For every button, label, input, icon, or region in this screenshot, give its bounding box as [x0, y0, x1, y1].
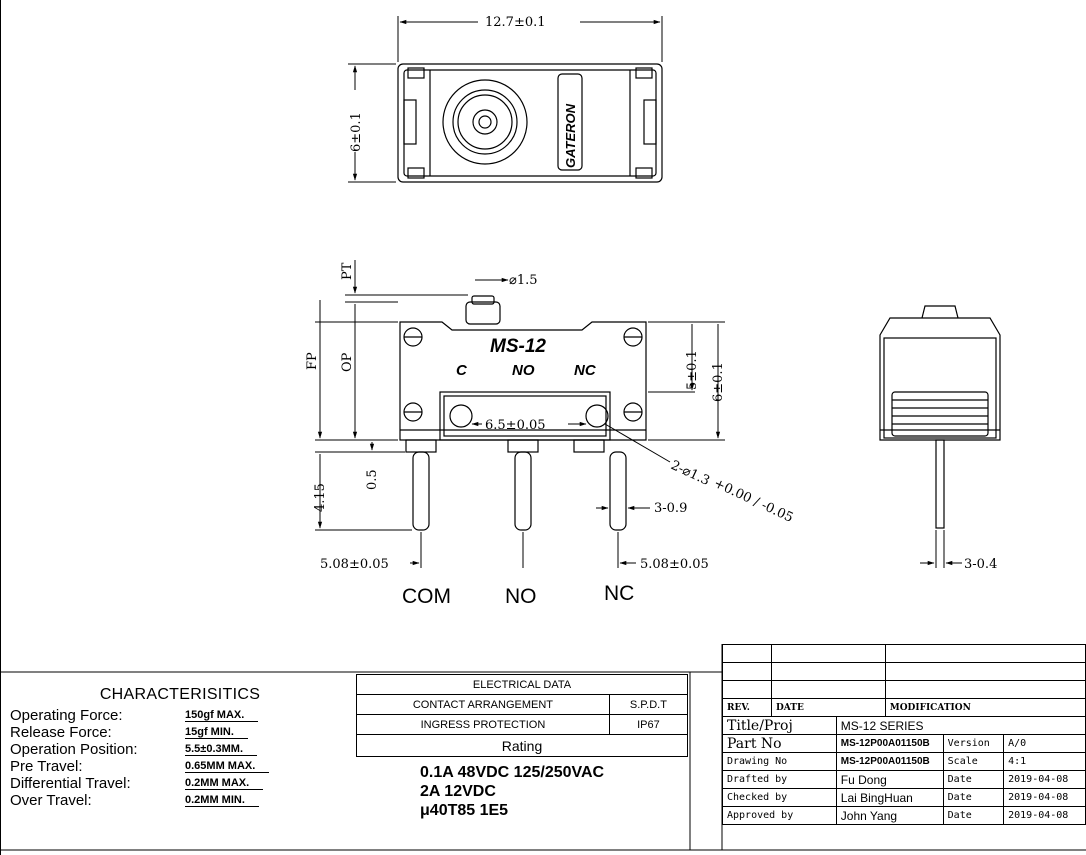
title-block-table: REV. DATE MODIFICATION Title/Proj MS-12 …	[722, 644, 1086, 825]
date-field: Date	[942, 788, 1005, 807]
dim-right-6: 6±0.1	[711, 362, 726, 402]
drafted-date: 2019-04-08	[1003, 770, 1086, 789]
char-row: Operation Position: 5.5±0.3MM.	[10, 741, 350, 758]
rev-header: REV.	[722, 698, 772, 717]
scale-label: Scale	[942, 752, 1005, 771]
approved-value: John Yang	[835, 806, 944, 825]
ingress-protection-label: INGRESS PROTECTION	[356, 714, 610, 735]
dim-fp: FP	[305, 352, 320, 370]
part-value: MS-12P00A01150B	[835, 734, 944, 753]
contact-arrangement-label: CONTACT ARRANGEMENT	[356, 694, 610, 715]
char-value: 15gf MIN.	[185, 726, 248, 739]
char-label: Pre Travel:	[10, 758, 83, 775]
side-dimensions	[920, 530, 962, 568]
rating-line: μ40T85 1E5	[420, 802, 509, 819]
char-label: Over Travel:	[10, 792, 92, 809]
front-view	[399, 295, 647, 531]
dim-op: OP	[340, 352, 355, 372]
dim-hole-tol: +0.00 / -0.05	[711, 476, 795, 526]
char-label: Differential Travel:	[10, 775, 131, 792]
front-dimensions	[315, 260, 725, 568]
body-pin-nc: NC	[574, 362, 597, 379]
rating-values: 0.1A 48VDC 125/250VAC 2A 12VDC μ40T85 1E…	[356, 757, 688, 820]
version-value: A/0	[1003, 734, 1086, 753]
dim-pt: PT	[340, 262, 355, 280]
char-value: 0.2MM MAX.	[185, 777, 264, 790]
date-field: Date	[942, 806, 1005, 825]
side-view	[879, 305, 1001, 529]
checked-label: Checked by	[722, 788, 837, 807]
dim-pin-offset: 0.5	[365, 469, 380, 490]
pin-label-no: NO	[505, 585, 537, 608]
dim-hole-dia: 2-⌀1.3	[668, 458, 712, 489]
char-row: Pre Travel: 0.65MM MAX.	[10, 758, 350, 775]
title-value: MS-12 SERIES	[835, 716, 1086, 735]
drafted-label: Drafted by	[722, 770, 837, 789]
approved-label: Approved by	[722, 806, 837, 825]
drawing-value: MS-12P00A01150B	[835, 752, 944, 771]
rating-line: 2A 12VDC	[420, 783, 496, 800]
char-row: Operating Force: 150gf MAX.	[10, 707, 350, 724]
brand-text: GATERON	[563, 103, 578, 168]
char-label: Operating Force:	[10, 707, 123, 724]
checked-value: Lai BingHuan	[835, 788, 944, 807]
drafted-value: Fu Dong	[835, 770, 944, 789]
ingress-protection-value: IP67	[608, 714, 689, 735]
checked-date: 2019-04-08	[1003, 788, 1086, 807]
version-label: Version	[942, 734, 1005, 753]
char-row: Differential Travel: 0.2MM MAX.	[10, 775, 350, 792]
top-view	[397, 63, 663, 183]
dim-top-width: 12.7±0.1	[485, 15, 546, 30]
characteristics-title: CHARACTERISITICS	[99, 686, 261, 703]
dim-side-pin: 3-0.4	[964, 557, 997, 572]
title-block: REV. DATE MODIFICATION Title/Proj MS-12 …	[722, 644, 1086, 825]
char-label: Release Force:	[10, 724, 112, 741]
dim-pin-width: 3-0.9	[654, 501, 687, 516]
part-label: Part No	[722, 734, 837, 753]
char-value: 150gf MAX.	[185, 709, 259, 722]
char-value: 5.5±0.3MM.	[185, 743, 258, 756]
electrical-title: ELECTRICAL DATA	[356, 674, 688, 695]
title-label: Title/Proj	[722, 716, 837, 735]
pin-label-com: COM	[402, 585, 451, 608]
char-row: Release Force: 15gf MIN.	[10, 724, 350, 741]
contact-arrangement-value: S.P.D.T	[608, 694, 689, 715]
pin-label-nc: NC	[604, 582, 634, 605]
dim-right-5: 5±0.1	[685, 350, 700, 390]
body-pin-no: NO	[512, 362, 535, 379]
modification-header: MODIFICATION	[884, 698, 1086, 717]
drawing-label: Drawing No	[722, 752, 837, 771]
dim-hole-spacing: 6.5±0.05	[485, 418, 546, 433]
date-field: Date	[942, 770, 1005, 789]
char-row: Over Travel: 0.2MM MIN.	[10, 792, 350, 809]
front-text: MS-12 C NO NC	[456, 336, 597, 379]
body-logo: MS-12	[490, 336, 546, 357]
dim-plunger-dia: ⌀1.5	[509, 273, 538, 288]
char-value: 0.2MM MIN.	[185, 794, 259, 807]
characteristics-panel: CHARACTERISITICS Operating Force: 150gf M…	[10, 686, 350, 809]
dim-pitch-right: 5.08±0.05	[640, 557, 709, 572]
scale-value: 4:1	[1003, 752, 1086, 771]
date-header: DATE	[771, 698, 886, 717]
top-dimensions	[348, 16, 663, 183]
body-pin-c: C	[456, 362, 468, 379]
rating-line: 0.1A 48VDC 125/250VAC	[420, 764, 605, 781]
char-value: 0.65MM MAX.	[185, 760, 270, 773]
dim-pin-length: 4.15	[313, 483, 328, 512]
dim-top-height: 6±0.1	[349, 112, 364, 152]
rating-label: Rating	[356, 734, 688, 757]
char-label: Operation Position:	[10, 741, 138, 758]
dim-pitch-left: 5.08±0.05	[320, 557, 389, 572]
approved-date: 2019-04-08	[1003, 806, 1086, 825]
